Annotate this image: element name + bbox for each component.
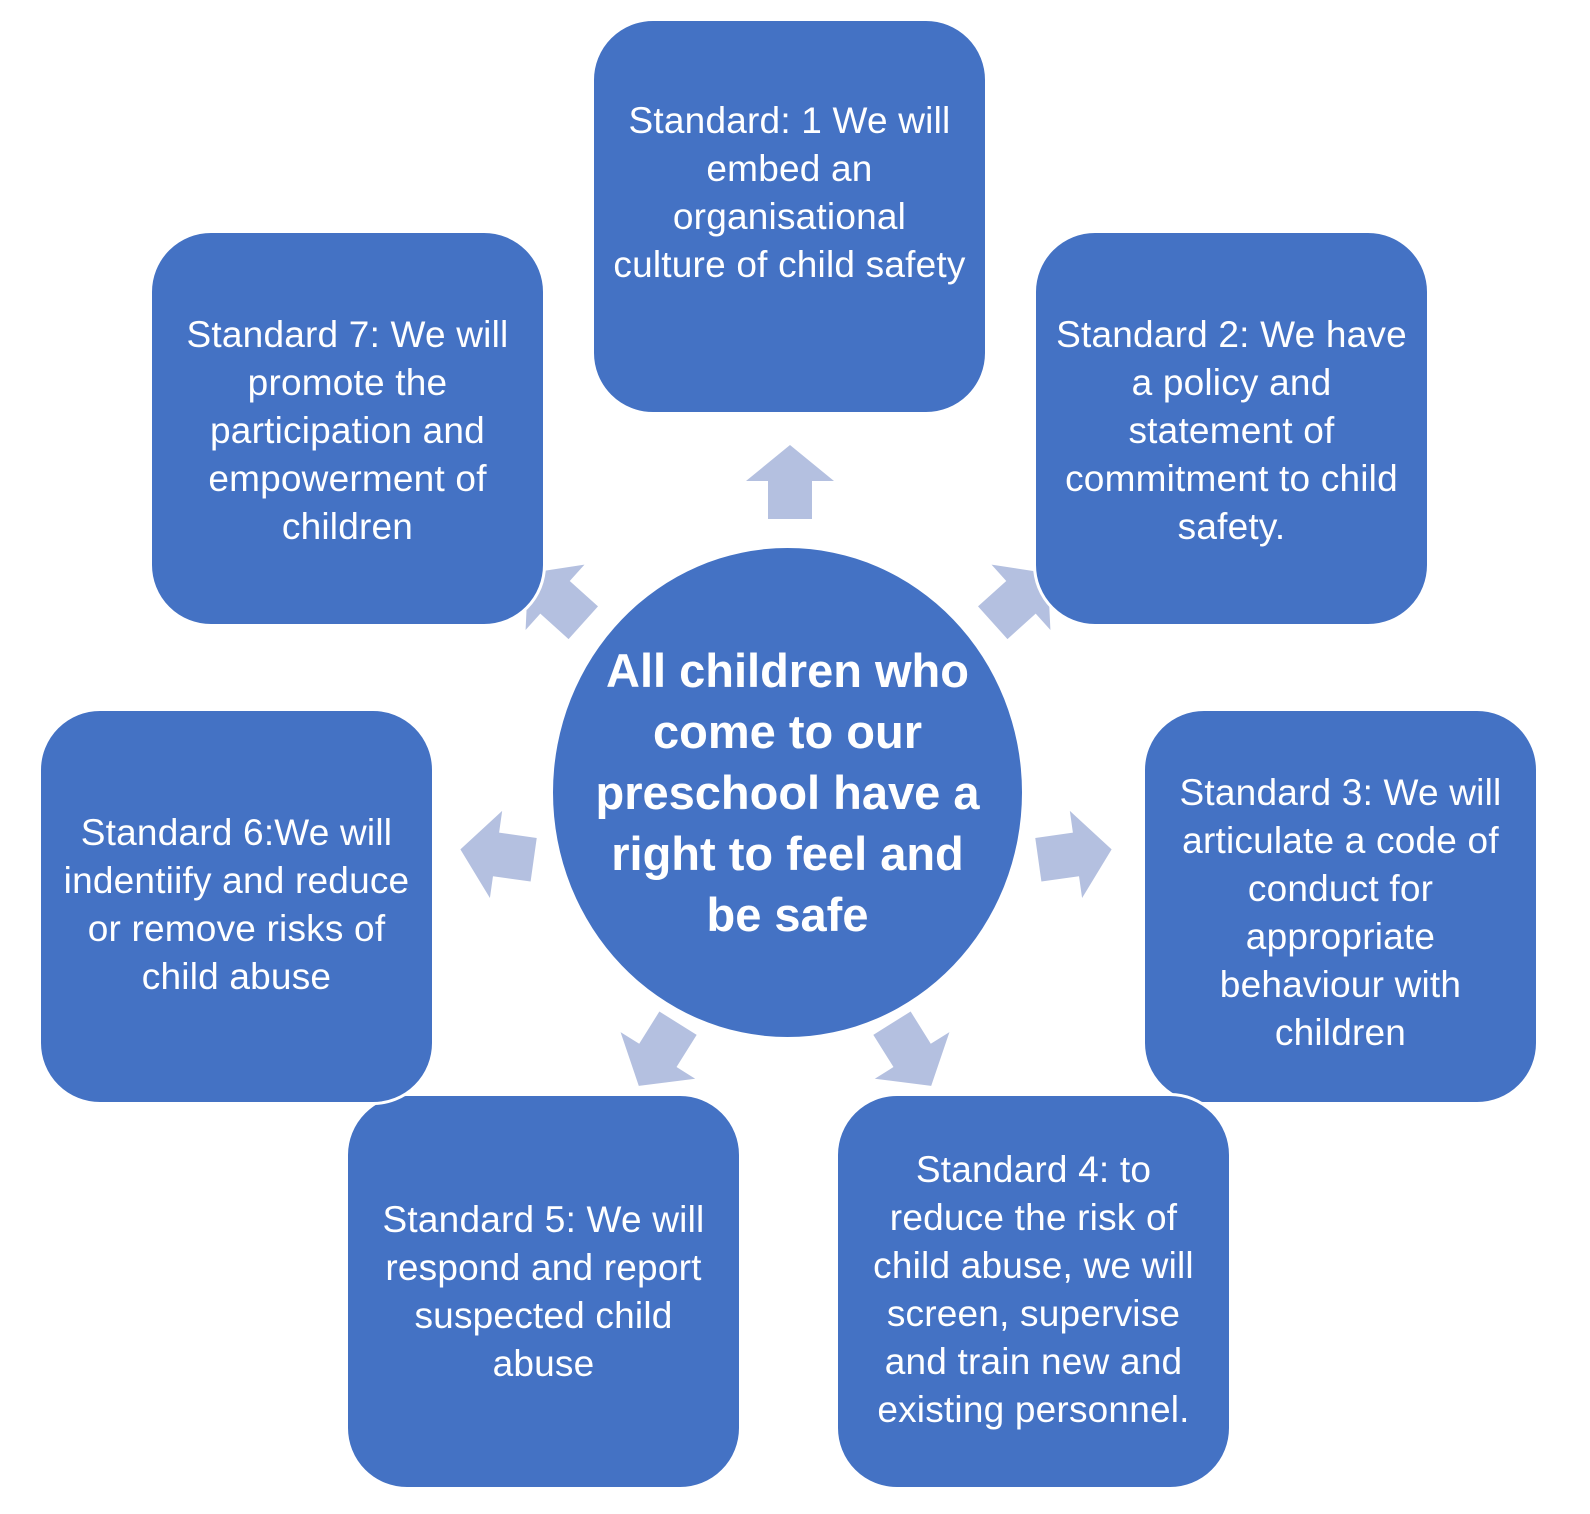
standard-1-text: Standard: 1 We will embed an organisatio… xyxy=(613,100,966,285)
center-text: All children who come to our preschool h… xyxy=(595,644,980,941)
standard-5-text: Standard 5: We will respond and report s… xyxy=(382,1199,705,1384)
standard-4-text: Standard 4: to reduce the risk of child … xyxy=(873,1149,1194,1430)
standard-5-box: Standard 5: We will respond and report s… xyxy=(345,1093,742,1490)
standard-2-text: Standard 2: We have a policy and stateme… xyxy=(1056,314,1407,547)
standard-6-box: Standard 6:We will indentiify and reduce… xyxy=(38,708,435,1105)
standard-7-text: Standard 7: We will promote the particip… xyxy=(186,314,509,547)
arrow-to-standard-6 xyxy=(454,805,540,904)
standard-3-box: Standard 3: We will articulate a code of… xyxy=(1142,708,1539,1105)
standard-2-box: Standard 2: We have a policy and stateme… xyxy=(1033,230,1430,627)
center-circle: All children who come to our preschool h… xyxy=(550,545,1025,1040)
standard-7-box: Standard 7: We will promote the particip… xyxy=(149,230,546,627)
standard-6-text: Standard 6:We will indentiify and reduce… xyxy=(63,812,410,997)
standard-1-box: Standard: 1 We will embed an organisatio… xyxy=(591,18,988,415)
arrow-to-standard-1 xyxy=(746,445,834,519)
standard-3-text: Standard 3: We will articulate a code of… xyxy=(1179,772,1502,1053)
standard-4-box: Standard 4: to reduce the risk of child … xyxy=(835,1093,1232,1490)
arrow-to-standard-3 xyxy=(1032,805,1118,904)
